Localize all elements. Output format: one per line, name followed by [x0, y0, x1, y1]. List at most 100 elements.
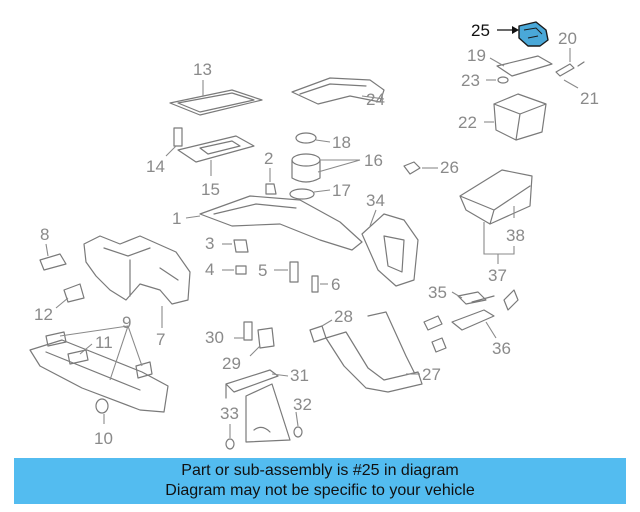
- part-15-shift-bezel: [177, 135, 255, 163]
- leader-9b: [109, 325, 129, 381]
- part-6-screw: [311, 275, 319, 293]
- callout-27[interactable]: 27: [422, 365, 441, 384]
- callout-18[interactable]: 18: [332, 133, 351, 152]
- callout-36[interactable]: 36: [492, 339, 511, 358]
- callout-20[interactable]: 20: [558, 29, 577, 48]
- callout-2[interactable]: 2: [264, 149, 273, 168]
- part-23-clip: [497, 76, 509, 84]
- part-20-hinge: [555, 61, 585, 77]
- part-17-cup-base: [289, 188, 315, 200]
- callout-28[interactable]: 28: [334, 307, 353, 326]
- leader-17: [313, 189, 331, 193]
- callout-11[interactable]: 11: [95, 333, 113, 352]
- leader-24: [361, 95, 385, 100]
- callout-15[interactable]: 15: [201, 180, 220, 199]
- part-9-clip-a: [45, 331, 67, 347]
- callout-4[interactable]: 4: [205, 260, 214, 279]
- callout-13[interactable]: 13: [193, 60, 212, 79]
- leader-31: [271, 373, 289, 377]
- callout-35[interactable]: 35: [428, 283, 447, 302]
- leader-36: [485, 321, 497, 339]
- leader-11: [79, 343, 93, 355]
- leader-8: [45, 243, 49, 257]
- part-12-bracket: [63, 283, 85, 303]
- callout-6[interactable]: 6: [331, 275, 340, 294]
- callout-17[interactable]: 17: [332, 181, 351, 200]
- callout-8[interactable]: 8: [40, 225, 49, 244]
- callout-38[interactable]: 38: [506, 226, 525, 245]
- callout-23[interactable]: 23: [461, 71, 480, 90]
- part-16-cup-holder: [291, 159, 321, 183]
- banner-line-part-number: Part or sub-assembly is #25 in diagram: [181, 462, 459, 479]
- leader-18: [315, 139, 331, 143]
- part-36-clip: [423, 315, 443, 331]
- part-16-cup-rim: [291, 153, 321, 167]
- part-30-clip: [243, 321, 253, 341]
- part-10-grommet: [95, 398, 109, 414]
- part-13-pad: [169, 89, 263, 116]
- leader-9c: [127, 325, 143, 367]
- part-28-clip: [309, 325, 327, 343]
- callout-32[interactable]: 32: [293, 395, 312, 414]
- callout-33[interactable]: 33: [220, 404, 239, 423]
- part-11-insert: [67, 349, 89, 365]
- info-banner: Part or sub-assembly is #25 in diagram D…: [14, 458, 626, 504]
- part-33-grommet: [225, 438, 235, 450]
- callout-30[interactable]: 30: [205, 328, 224, 347]
- leader-1: [185, 215, 201, 219]
- leader-28: [321, 319, 333, 327]
- leader-19: [489, 57, 505, 67]
- callout-1[interactable]: 1: [172, 209, 181, 228]
- part-22-storage-bin: [493, 93, 547, 141]
- callout-12[interactable]: 12: [34, 305, 53, 324]
- part-36-tray: [451, 309, 495, 331]
- part-34-panel: [361, 213, 419, 287]
- leader-37: [483, 222, 515, 255]
- callout-5[interactable]: 5: [258, 261, 267, 280]
- callout-37[interactable]: 37: [488, 266, 507, 285]
- callout-3[interactable]: 3: [205, 234, 214, 253]
- leader-25-arrow: [512, 26, 519, 34]
- part-26-switch: [403, 161, 421, 175]
- part-38-box: [459, 169, 533, 225]
- callout-22[interactable]: 22: [458, 113, 477, 132]
- part-27-side-panel: [325, 311, 423, 393]
- exploded-parts-diagram: 25 19 20 21 23 22 13 24 14 15 18 16 17 2: [29, 21, 599, 450]
- part-8-bracket: [39, 253, 67, 271]
- part-18-cup-insert: [295, 132, 317, 144]
- callout-31[interactable]: 31: [290, 366, 309, 385]
- callout-14[interactable]: 14: [146, 157, 165, 176]
- callout-10[interactable]: 10: [94, 429, 113, 448]
- part-2-clip: [265, 183, 277, 195]
- leader-12: [55, 297, 69, 309]
- part-29-bracket: [257, 327, 275, 349]
- callout-16[interactable]: 16: [364, 151, 383, 170]
- callout-34[interactable]: 34: [366, 191, 385, 210]
- part-19-lid: [496, 55, 553, 77]
- part-3-bracket: [233, 239, 249, 253]
- callout-29[interactable]: 29: [222, 354, 241, 373]
- part-9-side-trim: [29, 339, 169, 413]
- part-24-trim: [291, 77, 385, 105]
- callout-9[interactable]: 9: [122, 313, 131, 332]
- part-32-fastener: [293, 426, 303, 438]
- part-9-clip-b: [135, 361, 153, 379]
- leader-16b: [317, 159, 361, 173]
- callout-25[interactable]: 25: [471, 21, 490, 40]
- leader-35: [451, 291, 463, 299]
- callout-21[interactable]: 21: [580, 89, 599, 108]
- part-1-console-base: [199, 195, 363, 251]
- leader-32: [295, 411, 299, 427]
- callout-7[interactable]: 7: [156, 330, 165, 349]
- part-32-panel: [245, 383, 291, 443]
- callout-19[interactable]: 19: [467, 46, 486, 65]
- part-31-rail: [225, 369, 279, 399]
- leader-34: [369, 209, 377, 227]
- part-4-nut: [235, 265, 247, 275]
- banner-line-disclaimer: Diagram may not be specific to your vehi…: [165, 482, 475, 499]
- callout-24[interactable]: 24: [366, 90, 385, 109]
- part-25-highlighted[interactable]: [518, 21, 549, 47]
- callout-26[interactable]: 26: [440, 158, 459, 177]
- leader-14: [165, 145, 177, 157]
